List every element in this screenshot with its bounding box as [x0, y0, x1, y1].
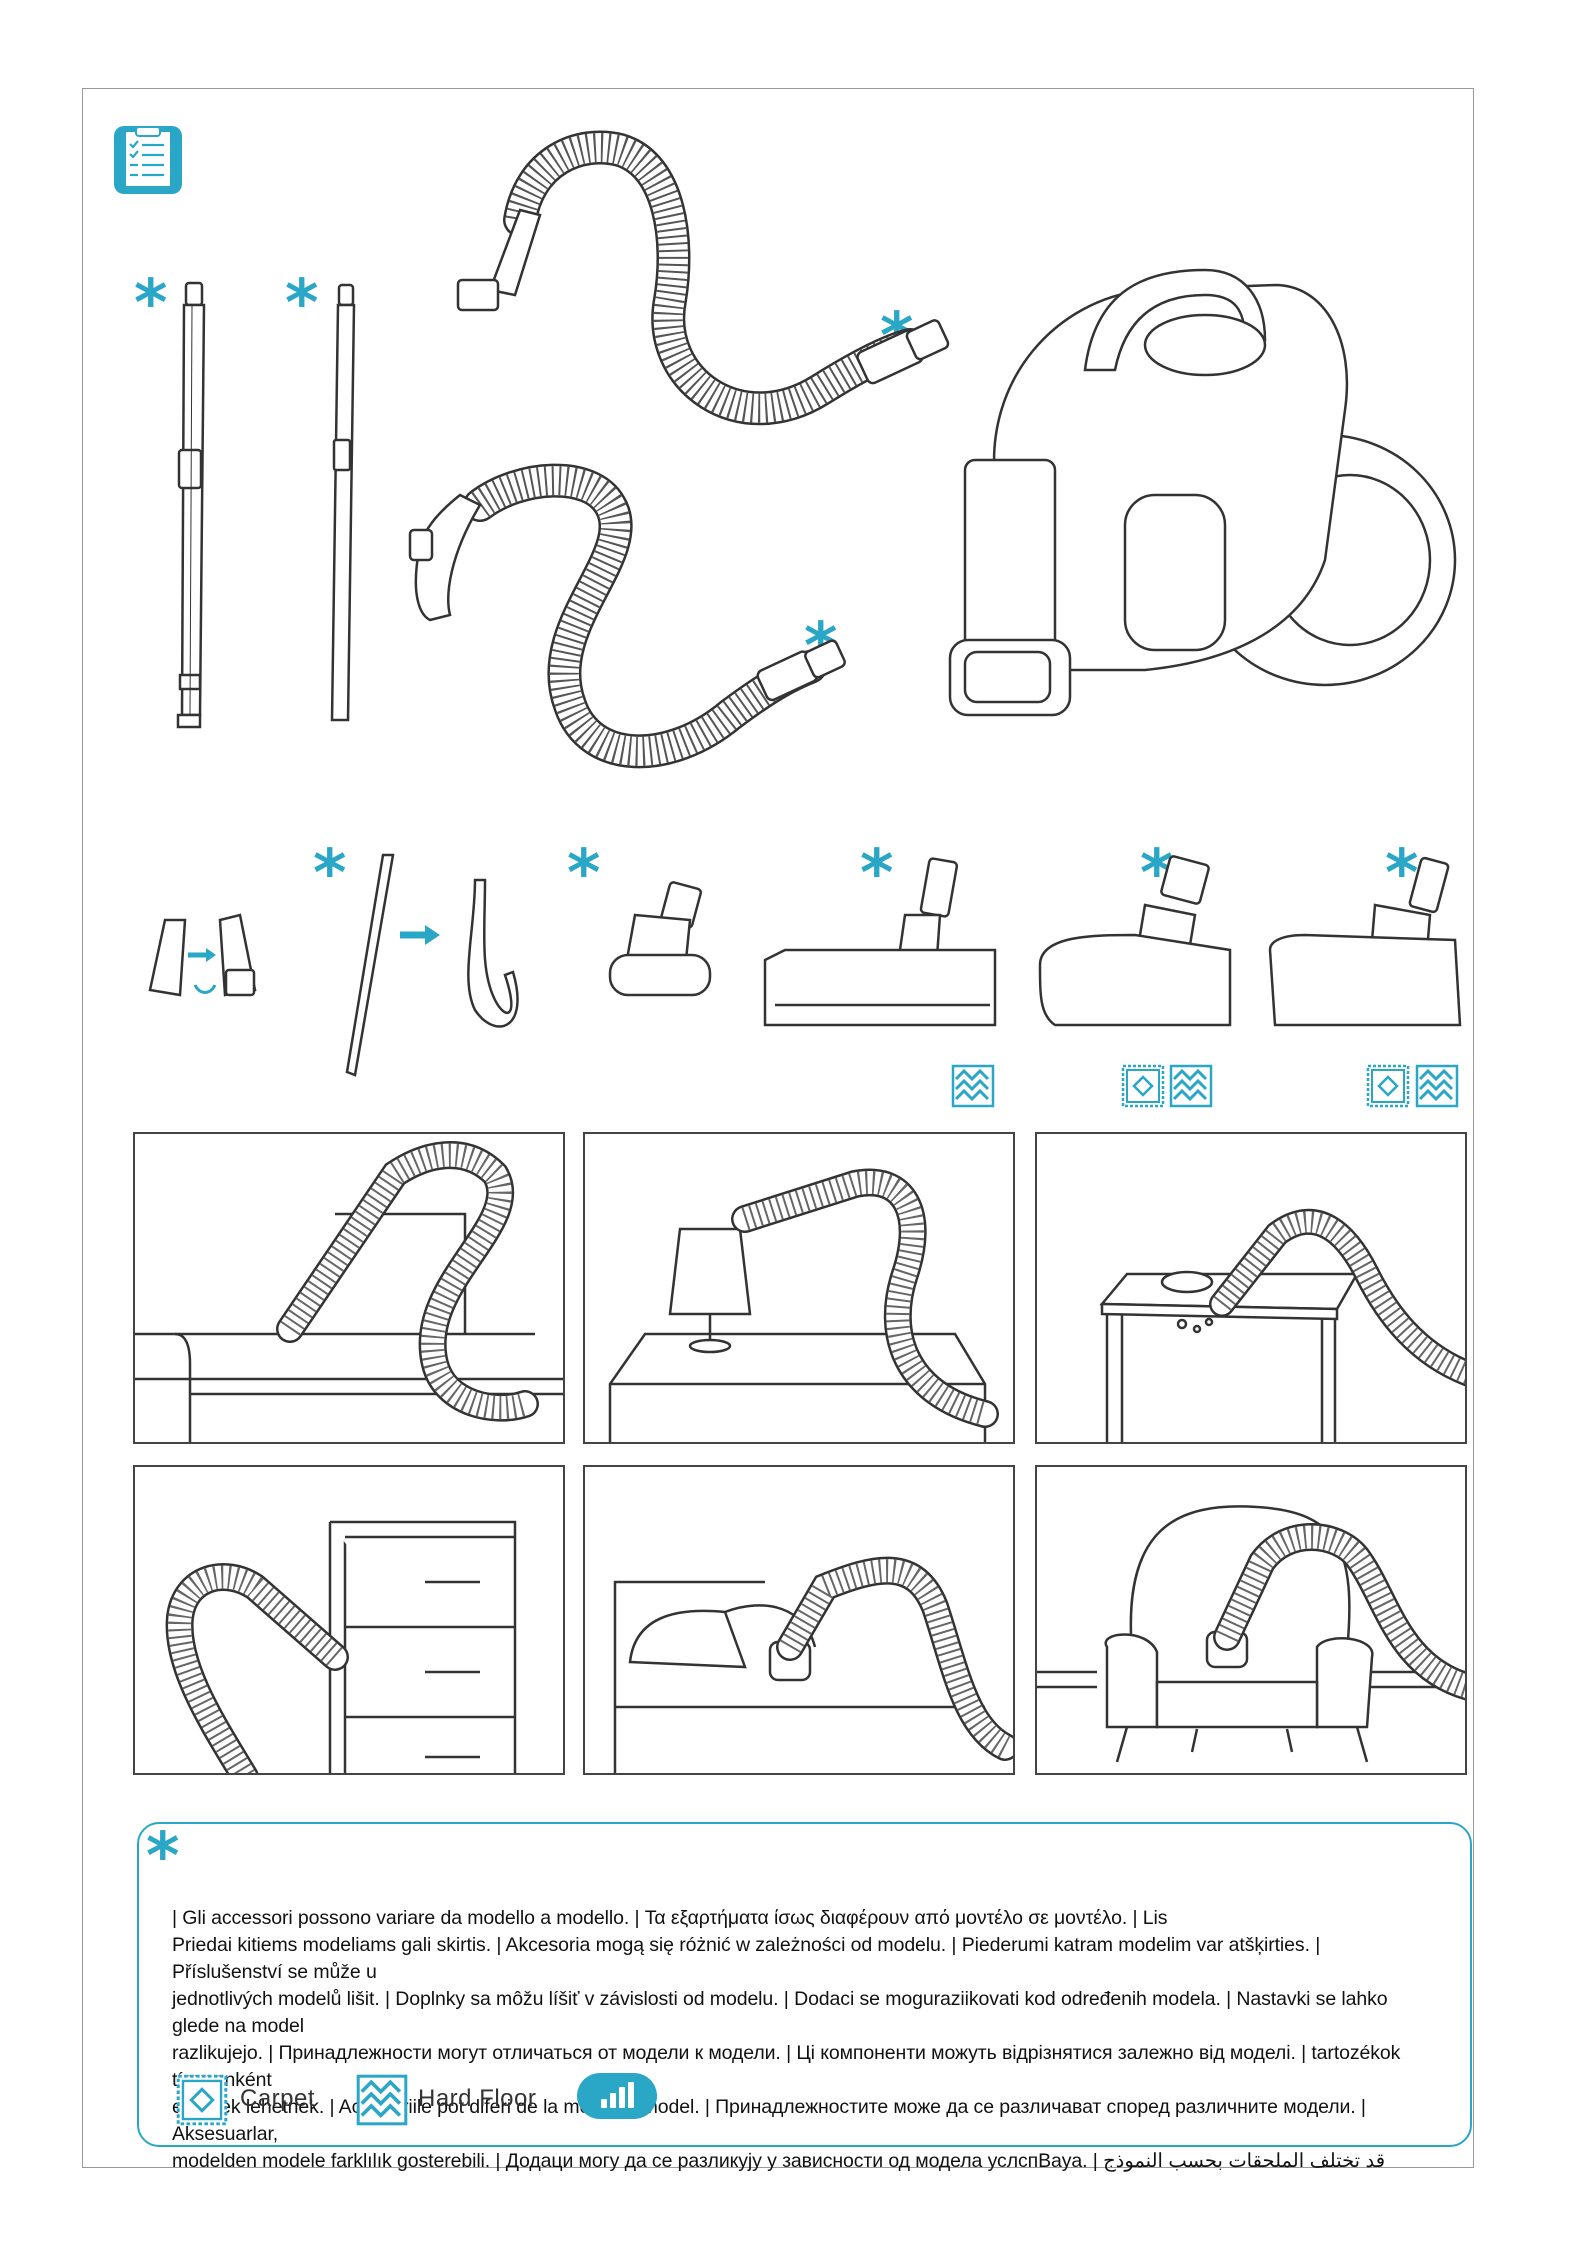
usage-panel-table: [1035, 1132, 1467, 1444]
usage-panel-bed: [583, 1465, 1015, 1775]
notice-line: jednotlivých modelů lišit. | Doplnky sa …: [172, 1988, 1388, 2037]
legend-hard-floor-label: Hard Floor: [418, 2085, 537, 2112]
hard-floor-icon: [1169, 1064, 1213, 1108]
telescopic-tube-illustration: [176, 281, 206, 729]
hard-floor-nozzle-illustration: [763, 857, 997, 1027]
optional-asterisk-tube-2: *: [285, 267, 319, 341]
vacuum-cleaner-body-illustration: [948, 268, 1457, 717]
optional-asterisk-tube-1: *: [134, 267, 168, 341]
usage-panel-armchair: [1035, 1465, 1467, 1775]
carpet-icon: [1366, 1064, 1410, 1108]
notice-line: modelden modele farklılık gosterebili. |…: [172, 2150, 1386, 2172]
combination-nozzle-illustration: [1038, 855, 1232, 1027]
power-level-icon: [577, 2073, 657, 2119]
electric-nozzle-illustration: [1268, 856, 1462, 1027]
usage-panel-cabinet: [133, 1465, 565, 1775]
hose-illustration-2: [408, 463, 846, 769]
turbo-brush-illustration: [608, 881, 712, 997]
usage-panel-sofa: [133, 1132, 565, 1444]
notice-line: | Gli accessori possono variare da model…: [172, 1907, 1168, 1929]
crevice-nozzle-illustration: [345, 853, 519, 1077]
hose-illustration-1: [456, 130, 950, 426]
hard-floor-icon: [1415, 1064, 1459, 1108]
usage-panel-lamp: [583, 1132, 1015, 1444]
page-frame: [82, 88, 1474, 2168]
legend-carpet-label: Carpet: [240, 2085, 316, 2112]
accessory-notice-text: | Gli accessori possono variare da model…: [172, 1905, 1417, 2175]
notice-line: Priedai kitiems modeliams gali skirtis. …: [172, 1934, 1321, 1983]
carpet-icon: [176, 2074, 228, 2126]
notice-asterisk: *: [146, 1820, 180, 1894]
straight-tube-illustration: [330, 283, 356, 722]
optional-asterisk-crevice: *: [313, 837, 347, 911]
two-in-one-tool-illustration: [148, 913, 257, 997]
hard-floor-icon: [951, 1064, 995, 1108]
notice-line: eltérőek lehetnek. | Accesoriile pot dif…: [172, 2096, 1366, 2145]
hard-floor-icon: [356, 2074, 408, 2126]
optional-asterisk-hard-floor-nozzle: *: [860, 837, 894, 911]
optional-asterisk-turbo-brush: *: [567, 837, 601, 911]
accessory-notice-box: [137, 1822, 1472, 2147]
carpet-icon: [1121, 1064, 1165, 1108]
checklist-icon: [114, 126, 182, 194]
